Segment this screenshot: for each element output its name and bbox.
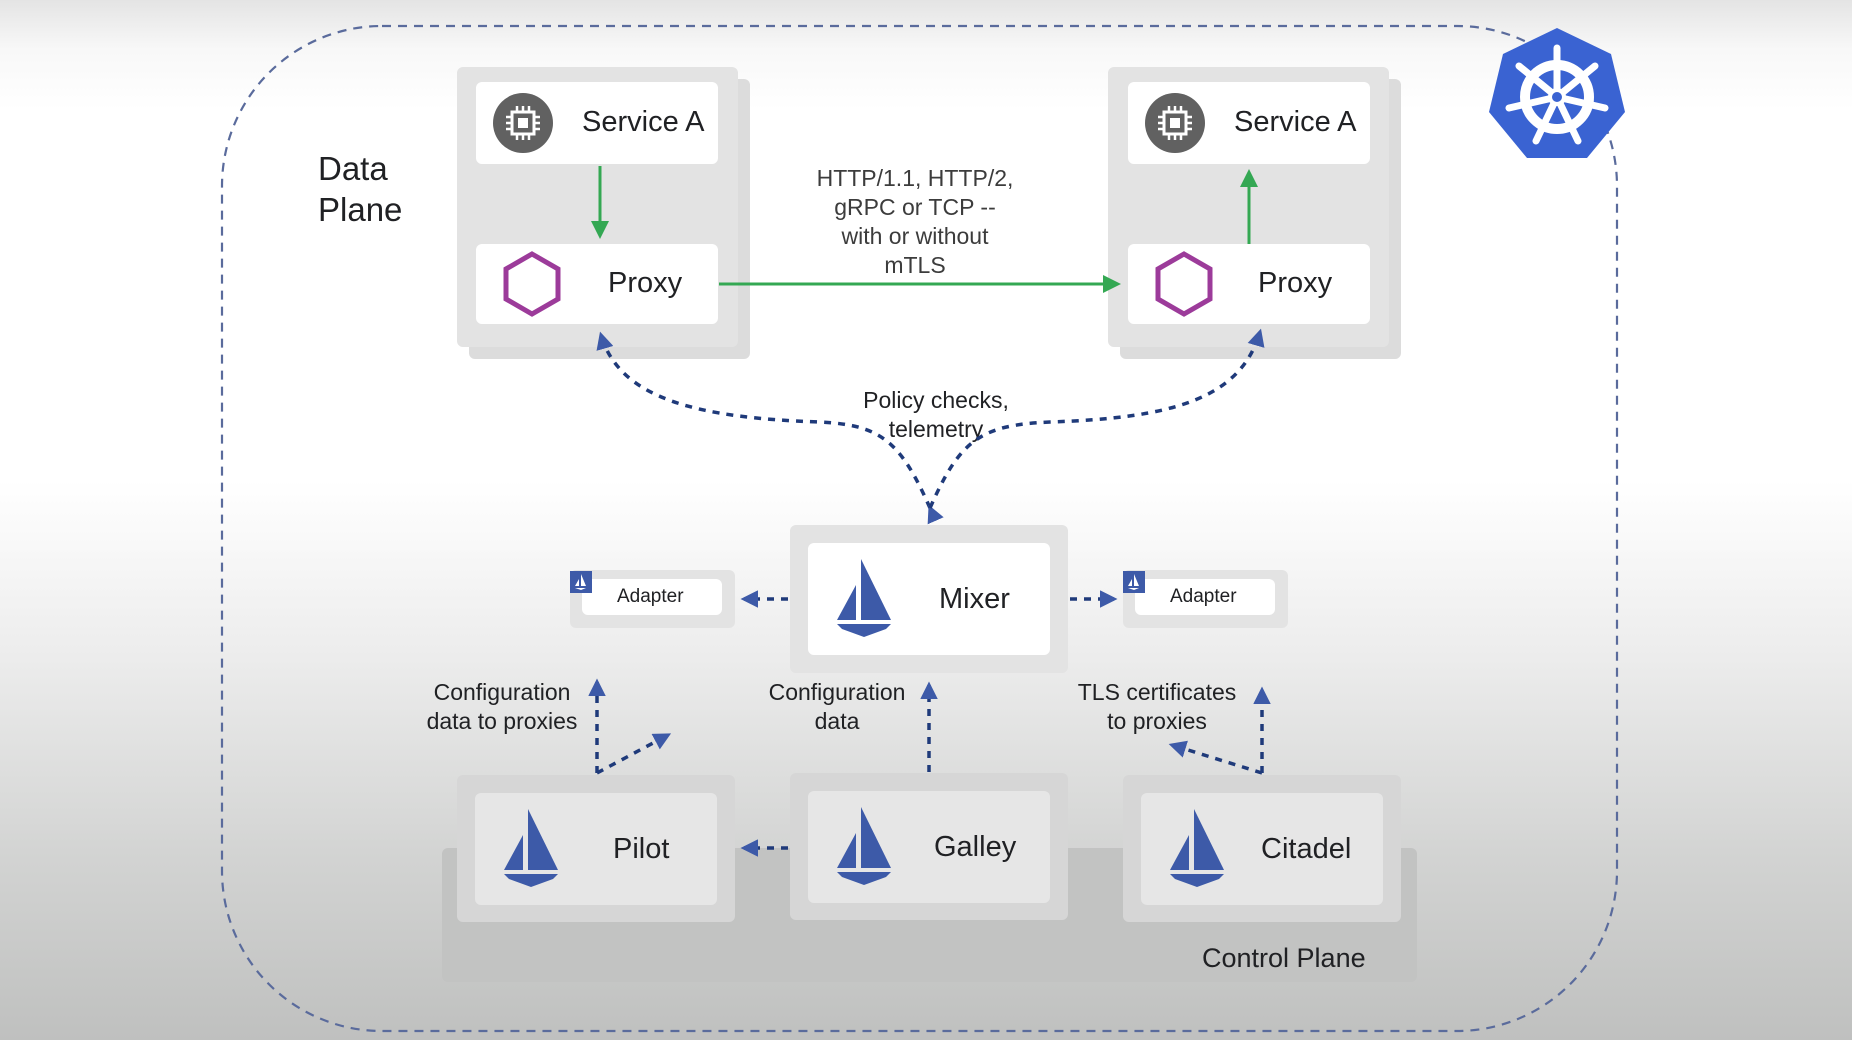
istio-sail-icon xyxy=(570,571,592,593)
pilot-note: Configuration data to proxies xyxy=(412,678,592,736)
chip-icon xyxy=(493,93,553,153)
proxy-label: Proxy xyxy=(608,267,683,299)
mixer-card[interactable]: Mixer xyxy=(808,543,1050,655)
left-service-card[interactable]: Service A xyxy=(476,82,718,164)
policy-note-line: telemetry xyxy=(888,416,984,442)
service-label: Service A xyxy=(582,106,705,138)
adapter-left-card[interactable]: Adapter xyxy=(582,579,722,615)
citadel-arrow-diag xyxy=(1168,740,1263,775)
proxy-label: Proxy xyxy=(1258,267,1333,299)
citadel-label: Citadel xyxy=(1261,833,1352,865)
protocol-note-line: mTLS xyxy=(884,252,946,278)
pilot-config-arrow-diag xyxy=(596,733,672,775)
istio-sail-icon xyxy=(504,809,558,887)
citadel-note-line: to proxies xyxy=(1107,708,1207,734)
chip-icon xyxy=(1145,93,1205,153)
citadel-card[interactable]: Citadel xyxy=(1141,793,1383,905)
citadel-note-line: TLS certificates xyxy=(1077,679,1237,705)
control-plane-label: Control Plane xyxy=(1202,943,1366,973)
right-service-card[interactable]: Service A xyxy=(1128,82,1370,164)
policy-note-line: Policy checks, xyxy=(863,387,1009,413)
data-plane-label-line1: Data xyxy=(318,150,388,187)
right-proxy-card[interactable]: Proxy xyxy=(1128,244,1370,324)
data-plane-label: Data Plane xyxy=(318,148,402,230)
galley-label: Galley xyxy=(934,831,1017,863)
adapter-label: Adapter xyxy=(1170,586,1237,607)
protocol-note-line: HTTP/1.1, HTTP/2, xyxy=(816,165,1014,191)
galley-card[interactable]: Galley xyxy=(808,791,1050,903)
pilot-label: Pilot xyxy=(613,833,670,865)
protocol-note: HTTP/1.1, HTTP/2, gRPC or TCP -- with or… xyxy=(795,164,1035,280)
left-proxy-card[interactable]: Proxy xyxy=(476,244,718,324)
galley-note-line: data xyxy=(814,708,860,734)
mixer-label: Mixer xyxy=(939,583,1010,615)
policy-note: Policy checks, telemetry xyxy=(826,386,1046,444)
service-label: Service A xyxy=(1234,106,1357,138)
pilot-note-line: data to proxies xyxy=(426,708,578,734)
kubernetes-logo-icon xyxy=(1489,28,1625,158)
protocol-note-line: with or without xyxy=(841,223,989,249)
protocol-note-line: gRPC or TCP -- xyxy=(834,194,996,220)
data-plane-label-line2: Plane xyxy=(318,191,403,228)
adapter-label: Adapter xyxy=(617,586,684,607)
istio-sail-icon xyxy=(837,559,891,637)
galley-note: Configuration data xyxy=(747,678,927,736)
hexagon-icon xyxy=(503,251,561,317)
galley-note-line: Configuration xyxy=(768,679,906,705)
citadel-note: TLS certificates to proxies xyxy=(1062,678,1252,736)
istio-sail-icon xyxy=(1123,571,1145,593)
istio-sail-icon xyxy=(1170,809,1224,887)
istio-sail-icon xyxy=(837,807,891,885)
adapter-right-card[interactable]: Adapter xyxy=(1135,579,1275,615)
pilot-note-line: Configuration xyxy=(433,679,571,705)
hexagon-icon xyxy=(1155,251,1213,317)
pilot-card[interactable]: Pilot xyxy=(475,793,717,905)
